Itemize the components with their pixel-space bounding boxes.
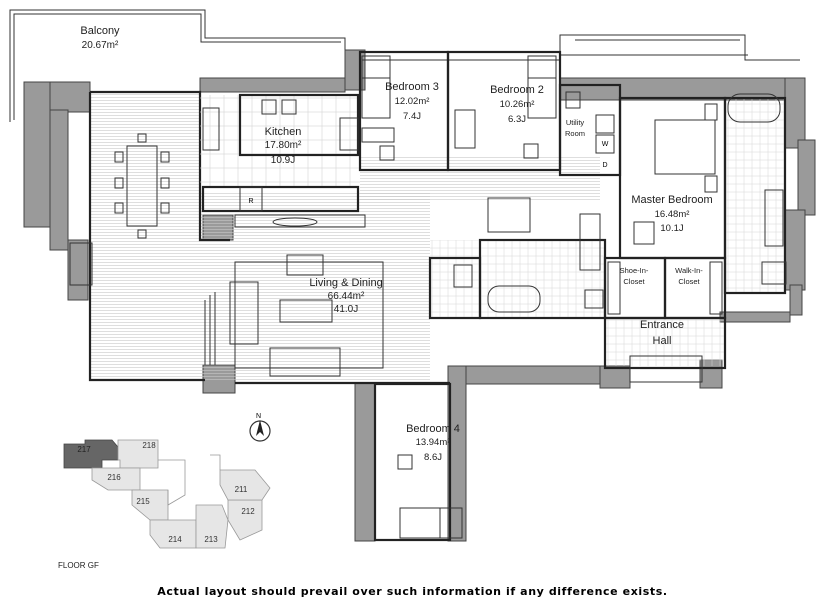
key-unit-216 bbox=[91, 467, 141, 491]
balcony-area: 20.67m² bbox=[82, 40, 119, 51]
bedroom-4: Bedroom 4 13.94m² 8.6J bbox=[373, 382, 463, 542]
bedroom4-name: Bedroom 4 bbox=[406, 423, 460, 435]
washer-label: W bbox=[602, 141, 609, 148]
key-unit-217 bbox=[63, 439, 119, 469]
key-label-218: 218 bbox=[142, 441, 156, 450]
key-unit-214 bbox=[149, 519, 197, 549]
key-label-213: 213 bbox=[204, 535, 218, 544]
master-tsubo: 10.1J bbox=[660, 223, 683, 234]
floor-label: FLOOR GF bbox=[58, 561, 99, 570]
fridge-label: R bbox=[248, 198, 253, 205]
utility-line2: Room bbox=[565, 129, 585, 138]
entrance-line2: Hall bbox=[653, 335, 672, 347]
key-unit-212 bbox=[227, 499, 263, 541]
bedroom-2: Bedroom 2 10.26m² 6.3J bbox=[446, 50, 562, 172]
key-plan: 217 218 216 215 214 213 212 211 bbox=[63, 439, 271, 549]
bedroom3-name: Bedroom 3 bbox=[385, 81, 439, 93]
bedroom4-area: 13.94m² bbox=[416, 437, 451, 448]
bedroom-3: Bedroom 3 12.02m² 7.4J bbox=[358, 50, 450, 172]
key-label-212: 212 bbox=[241, 507, 255, 516]
walkin-line1: Walk-In- bbox=[675, 266, 703, 275]
walkin-line2: Closet bbox=[678, 277, 700, 286]
key-label-215: 215 bbox=[136, 497, 150, 506]
kitchen-name: Kitchen bbox=[265, 126, 302, 138]
master-area: 16.48m² bbox=[655, 209, 690, 220]
key-label-217: 217 bbox=[77, 445, 91, 454]
master-name: Master Bedroom bbox=[631, 194, 712, 206]
key-label-211: 211 bbox=[235, 485, 248, 494]
living-name: Living & Dining bbox=[309, 277, 382, 289]
kitchen: R Kitchen 17.80m² 10.9J bbox=[200, 93, 366, 228]
shoe-line2: Closet bbox=[623, 277, 645, 286]
master-bedroom: Master Bedroom 16.48m² 10.1J bbox=[618, 93, 787, 295]
living-area: 66.44m² bbox=[328, 291, 365, 302]
bedroom3-tsubo: 7.4J bbox=[403, 111, 421, 122]
compass-icon: N bbox=[249, 413, 271, 442]
dryer-label: D bbox=[602, 162, 607, 169]
bedroom2-name: Bedroom 2 bbox=[490, 84, 544, 96]
shoe-line1: Shoe-In- bbox=[620, 266, 649, 275]
key-label-216: 216 bbox=[107, 473, 121, 482]
balcony-name: Balcony bbox=[80, 25, 120, 37]
bedroom2-area: 10.26m² bbox=[500, 99, 535, 110]
closets-entrance: Shoe-In- Closet Walk-In- Closet Entrance… bbox=[603, 256, 727, 383]
key-unit-211 bbox=[219, 469, 271, 501]
bedroom2-tsubo: 6.3J bbox=[508, 114, 526, 125]
bathroom-core bbox=[428, 197, 607, 320]
utility-line1: Utility bbox=[566, 118, 585, 127]
key-label-214: 214 bbox=[168, 535, 182, 544]
bedroom4-tsubo: 8.6J bbox=[424, 452, 442, 463]
compass-north: N bbox=[256, 413, 261, 420]
living-tsubo: 41.0J bbox=[334, 304, 358, 315]
key-unit-213 bbox=[195, 504, 229, 549]
bedroom3-area: 12.02m² bbox=[395, 96, 430, 107]
kitchen-tsubo: 10.9J bbox=[271, 155, 295, 166]
disclaimer-text: Actual layout should prevail over such i… bbox=[157, 585, 668, 598]
entrance-line1: Entrance bbox=[640, 319, 684, 331]
kitchen-area: 17.80m² bbox=[265, 140, 302, 151]
